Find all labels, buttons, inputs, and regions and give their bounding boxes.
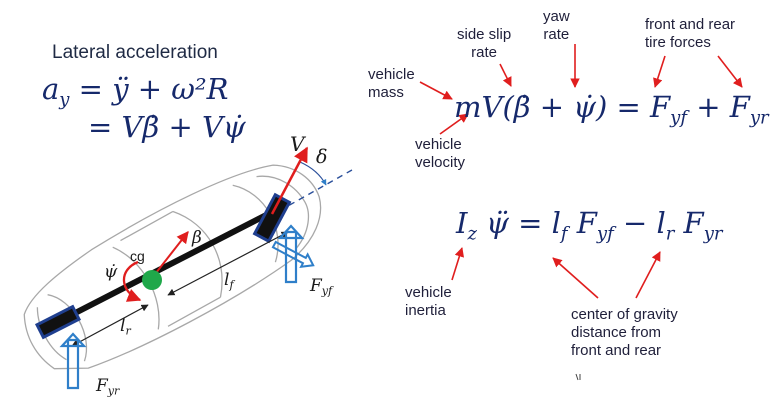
label-side-slip-rate: side slip rate [457,26,512,61]
front-force-arrow [271,240,315,268]
label-tire-forces: front and rear tire forces [645,16,736,51]
label-cg-distance: center of gravity distance from front an… [571,306,678,359]
lf-dimension [167,231,289,296]
diagram-lf-label: lf [224,270,234,292]
lateral-acceleration-heading: Lateral acceleration [52,42,218,63]
diagram-lr-label: lr [120,316,131,338]
cg-marker [142,270,162,290]
diagram-yaw-rate-label: ψ̇ [104,262,118,282]
diagram-delta-label: δ [316,146,328,168]
diagram-velocity-label: V [290,132,305,156]
diagram-fyf-label: Fyf [310,276,333,298]
lateral-acceleration-equation-1: ay = ÿ + ω²R [42,72,229,111]
diagram-fyr-label: Fyr [96,376,120,398]
label-vehicle-mass: vehicle mass [368,66,415,101]
label-yaw-rate: yaw rate [543,8,570,43]
diagram-cg-label: cg [130,248,145,264]
lateral-force-equation: mV(β̇ + ψ̇) = Fyf + Fyr [454,90,769,129]
yaw-moment-equation: Iz ψ̈ = lf Fyf − lr Fyr [456,206,723,245]
label-vehicle-inertia: vehicle inertia [405,284,452,319]
small-mark [575,373,581,381]
annotation-arrows [419,44,743,299]
label-vehicle-velocity: vehicle velocity [415,136,466,171]
rear-force-shape [59,332,87,390]
diagram-beta-label: β [192,228,202,248]
yaw-rate-arc [122,260,142,302]
velocity-arrow [270,146,309,215]
lateral-acceleration-equation-2: = Vβ̇ + Vψ̇ [88,110,246,144]
lr-dimension [71,304,149,347]
front-force-shape [277,224,305,284]
